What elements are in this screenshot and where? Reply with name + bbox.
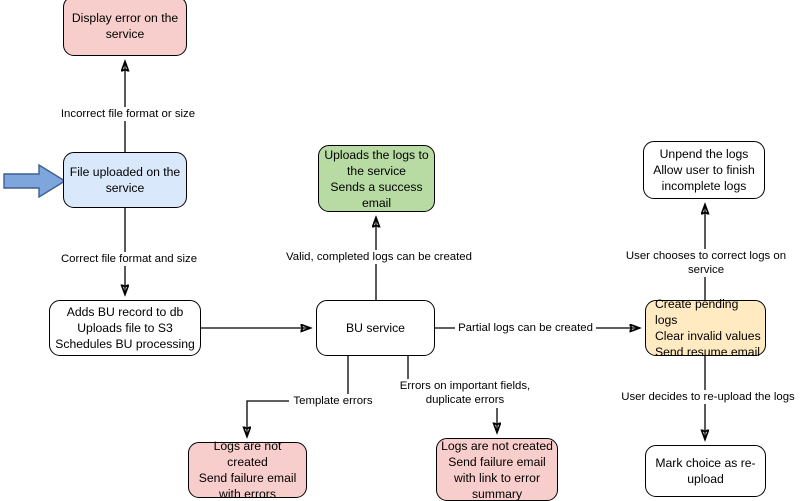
edge-label-incorrect-format: Incorrect file format or size	[52, 107, 204, 121]
node-display-error[interactable]: Display error on the service	[63, 0, 187, 56]
node-logs-not-created-summary-label: Logs are not created Send failure email …	[441, 438, 553, 501]
edge-label-template-errors: Template errors	[289, 394, 377, 408]
node-unpend-logs[interactable]: Unpend the logs Allow user to finish inc…	[643, 141, 765, 199]
edge-label-errors-important-fields: Errors on important fields, duplicate er…	[395, 379, 535, 407]
node-adds-bu-record-label: Adds BU record to db Uploads file to S3 …	[55, 305, 195, 351]
edge-label-valid-completed-logs: Valid, completed logs can be created	[284, 250, 474, 264]
node-create-pending-logs[interactable]: Create pending logs Clear invalid values…	[645, 297, 766, 359]
node-logs-not-created-template-label: Logs are not created Send failure email …	[198, 439, 297, 501]
node-uploads-logs-label: Uploads the logs to the service Sends a …	[324, 147, 429, 210]
node-file-uploaded[interactable]: File uploaded on the service	[63, 152, 187, 208]
edge-label-correct-format: Correct file format and size	[54, 252, 204, 266]
node-create-pending-logs-label: Create pending logs Clear invalid values…	[655, 297, 761, 359]
edge-label-user-chooses-correct: User chooses to correct logs on service	[608, 249, 801, 277]
node-mark-choice-label: Mark choice as re- upload	[655, 456, 756, 486]
node-logs-not-created-template[interactable]: Logs are not created Send failure email …	[188, 439, 307, 501]
entry-block-arrow	[3, 163, 67, 199]
node-bu-service-label: BU service	[346, 321, 405, 335]
node-logs-not-created-summary[interactable]: Logs are not created Send failure email …	[436, 438, 558, 501]
node-mark-choice[interactable]: Mark choice as re- upload	[645, 445, 766, 497]
edge-label-user-decides-reupload: User decides to re-upload the logs	[618, 390, 798, 404]
node-display-error-label: Display error on the service	[71, 11, 179, 41]
node-adds-bu-record[interactable]: Adds BU record to db Uploads file to S3 …	[49, 300, 201, 356]
node-uploads-logs[interactable]: Uploads the logs to the service Sends a …	[318, 145, 435, 212]
edge-label-partial-logs: Partial logs can be created	[455, 321, 596, 335]
node-bu-service[interactable]: BU service	[316, 300, 435, 356]
node-file-uploaded-label: File uploaded on the service	[69, 165, 181, 195]
node-unpend-logs-label: Unpend the logs Allow user to finish inc…	[653, 147, 755, 193]
